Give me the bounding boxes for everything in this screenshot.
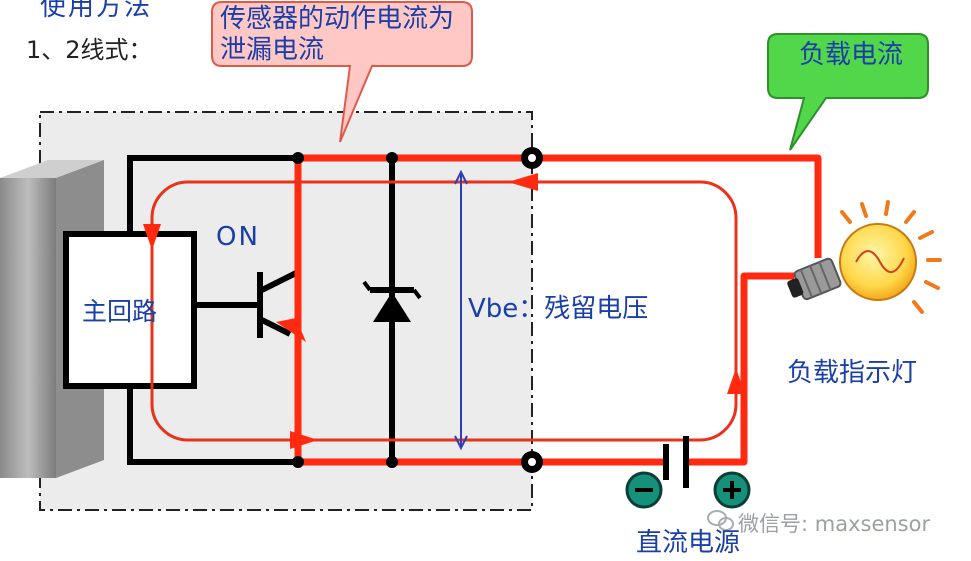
diode-symbol — [362, 280, 422, 322]
on-state-label: ON — [216, 222, 260, 252]
wiring-type-heading: 1、2线式： — [26, 36, 153, 64]
page-title: 使用方法 — [40, 0, 153, 22]
load-current-callout — [767, 33, 929, 151]
negative-terminal-icon — [625, 471, 663, 509]
output-terminals — [521, 147, 543, 473]
vbe-arrow — [454, 169, 468, 451]
main-circuit-label: 主回路 — [82, 297, 158, 326]
leakage-current-loop — [150, 180, 738, 442]
positive-terminal-icon — [713, 471, 751, 509]
load-current-callout-text: 负载电流 — [798, 40, 903, 70]
main-circuit-box — [63, 231, 197, 389]
leakage-callout-text: 传感器的动作电流为泄漏电流 — [220, 4, 455, 65]
load-lamp-label: 负载指示灯 — [787, 358, 918, 388]
dc-power-label: 直流电源 — [636, 528, 741, 558]
dc-battery-symbol — [663, 436, 689, 488]
transistor-symbol — [257, 269, 300, 338]
wechat-icon — [707, 510, 734, 531]
residual-voltage-label: Vbe：残留电压 — [468, 294, 649, 324]
current-direction-arrows — [143, 173, 745, 449]
lightbulb-icon — [787, 200, 942, 314]
leakage-callout — [211, 1, 473, 143]
watermark-text: 微信号: maxsensor — [738, 512, 931, 536]
load-current-path — [294, 154, 822, 466]
junction-dots — [292, 152, 398, 468]
